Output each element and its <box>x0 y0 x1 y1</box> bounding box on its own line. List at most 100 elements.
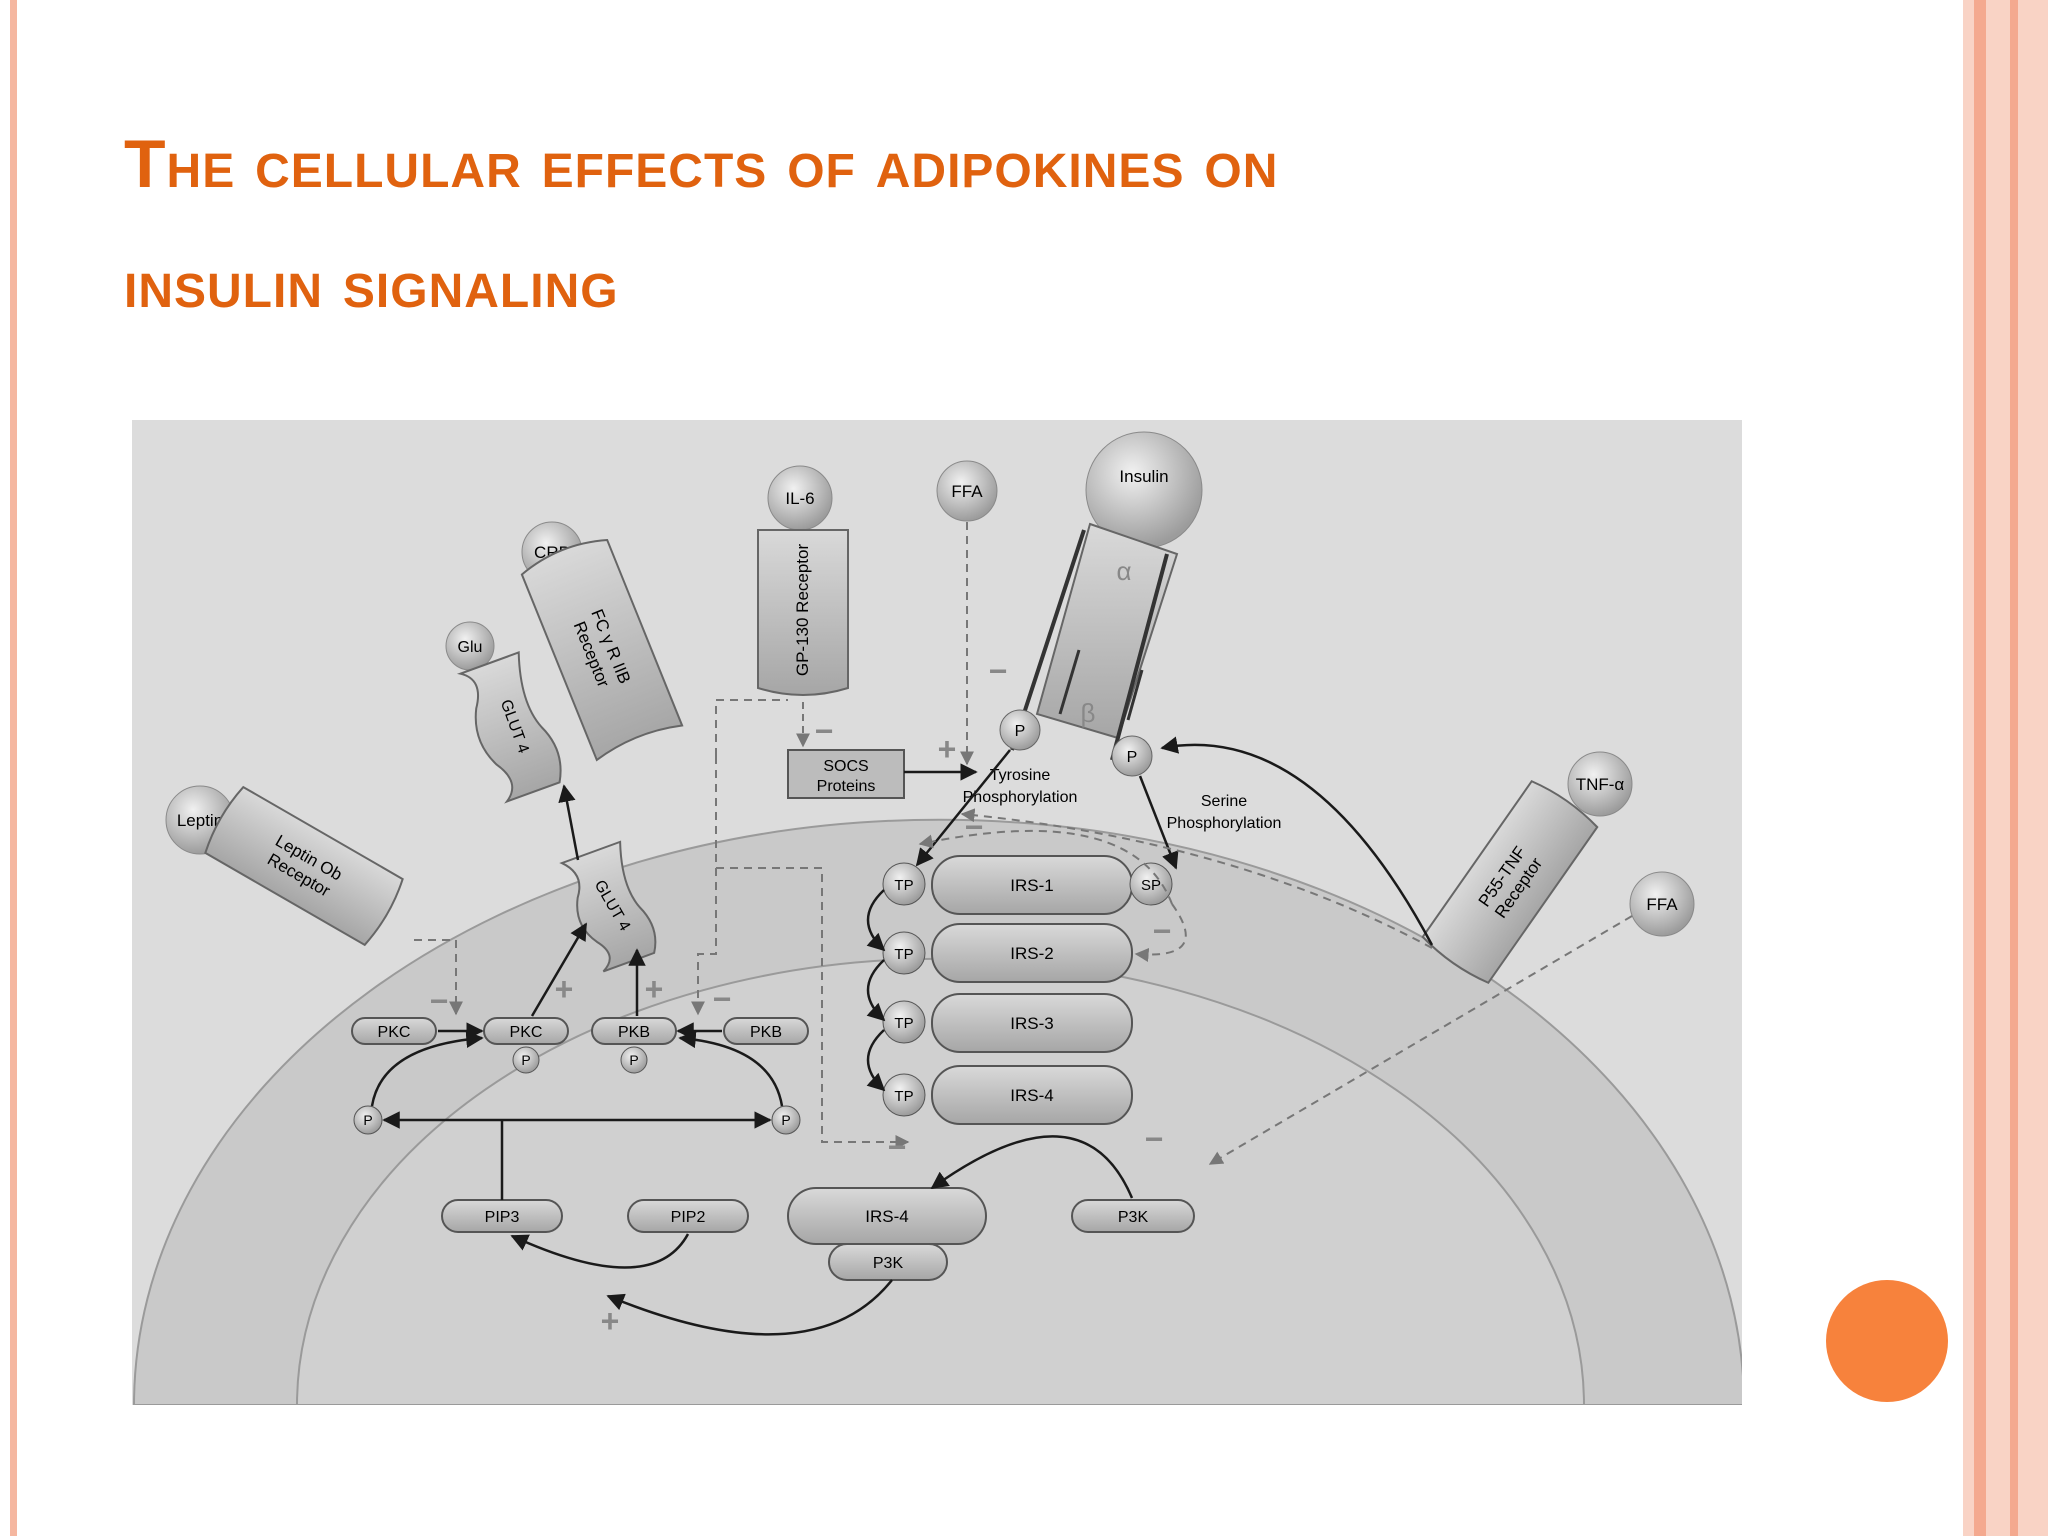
minus-marker-pkb: − <box>713 981 732 1017</box>
p-right-node: P <box>771 1105 801 1135</box>
serine-label-2: Phosphorylation <box>1167 815 1282 832</box>
frame-left-border <box>10 0 17 1536</box>
plus-marker-tyrosine: + <box>938 731 957 767</box>
p-left-label: P <box>363 1112 372 1128</box>
irs-2-label: IRS-2 <box>1010 944 1053 963</box>
phospho-tyrosine-node: P <box>999 709 1041 751</box>
ffa-right-ligand: FFA <box>1629 871 1695 937</box>
gp130-receptor-label: GP-130 Receptor <box>793 544 812 677</box>
tnf-alpha-label: TNF-α <box>1576 775 1625 794</box>
irs-3-label: IRS-3 <box>1010 1014 1053 1033</box>
title-line-1: The cellular effects of adipokines on <box>124 126 1279 202</box>
pkc-phospho-node: PKC P <box>483 1017 569 1074</box>
insulin-label: Insulin <box>1119 467 1168 486</box>
p3k-free-to-complex-arrow <box>930 1135 1134 1199</box>
irs-4-row: IRS-4 <box>931 1065 1133 1125</box>
fc-gamma-receptor: FC γ R IIB Receptor <box>520 539 684 762</box>
p3k-free-label: P3K <box>1118 1209 1149 1226</box>
p-right-label: P <box>781 1112 790 1128</box>
tyrosine-label-2: Phosphorylation <box>963 789 1078 806</box>
glu-label: Glu <box>458 639 483 656</box>
irs-3-row: IRS-3 <box>931 993 1133 1053</box>
slide-title: The cellular effects of adipokines on in… <box>124 104 1764 344</box>
leptin-to-pkc-dashed <box>414 939 463 1016</box>
tnf-alpha-ligand: TNF-α <box>1567 751 1633 817</box>
tnf-to-pser-arrow <box>1160 736 1434 946</box>
frame-right-stripe <box>1974 0 1986 1536</box>
minus-marker-irs2: − <box>1153 913 1172 949</box>
irs-2-row: IRS-2 <box>931 923 1133 983</box>
irs4-p3k-complex: IRS-4 P3K <box>787 1187 987 1281</box>
plus-marker-pkb: + <box>645 971 664 1007</box>
ffa-right-to-p3k-dashed <box>1208 915 1633 1165</box>
sp-to-irs2-dashed <box>1134 903 1187 962</box>
tnf-to-tyrosine-dashed <box>960 808 1433 949</box>
pkc-left-label: PKC <box>378 1024 411 1041</box>
ffa-right-label: FFA <box>1646 895 1678 914</box>
glut4-mid-receptor: GLUT 4 <box>559 840 657 973</box>
p3k-free-node: P3K <box>1071 1199 1195 1233</box>
ffa-top-label: FFA <box>951 482 983 501</box>
ffa-top-ligand: FFA <box>936 460 998 522</box>
pkb-phospho-label: PKB <box>618 1024 650 1041</box>
tp-label-4: TP <box>894 1088 913 1105</box>
pkc-to-glut4-arrow <box>530 922 588 1017</box>
p3k-to-pip-arrow <box>606 1279 893 1336</box>
tp-label-3: TP <box>894 1015 913 1032</box>
minus-marker-irs4: − <box>888 1129 907 1165</box>
frame-right-stripe-2 <box>2010 0 2018 1536</box>
minus-marker-ffa-top: − <box>989 653 1008 689</box>
il6-ligand: IL-6 <box>767 465 833 531</box>
pkb-right-node: PKB <box>723 1017 809 1045</box>
p55-tnf-receptor: P55-TNF Receptor <box>1421 779 1599 985</box>
pip3-node: PIP3 <box>441 1199 563 1233</box>
glut4-translocation-arrow <box>558 784 580 861</box>
beta-subunit-label: β <box>1081 698 1096 728</box>
minus-marker-socs: − <box>815 713 834 749</box>
irs-4-label: IRS-4 <box>1010 1086 1053 1105</box>
socs-label-2: Proteins <box>817 778 876 795</box>
gp130-receptor: GP-130 Receptor <box>757 529 849 696</box>
sp-label: SP <box>1141 877 1161 894</box>
pip2-node: PIP2 <box>627 1199 749 1233</box>
socs-label-1: SOCS <box>823 758 868 775</box>
pip2-to-pip3-arrow <box>510 1233 690 1269</box>
phospho-serine-label: P <box>1127 749 1138 766</box>
pip3-label: PIP3 <box>485 1209 520 1226</box>
serine-label-1: Serine <box>1201 793 1247 810</box>
plus-marker-pkc: + <box>555 971 574 1007</box>
leptin-label: Leptin <box>177 811 223 830</box>
pkc-phospho-label: PKC <box>510 1024 543 1041</box>
p3k-complex-label: P3K <box>873 1255 904 1272</box>
sp-node: SP <box>1129 862 1173 906</box>
minus-marker-leptin: − <box>430 983 449 1019</box>
pkb-right-label: PKB <box>750 1024 782 1041</box>
minus-marker-p3k: − <box>1145 1121 1164 1157</box>
fc-receptor-to-pkb-dashed <box>691 756 717 1016</box>
tp-node-2: TP <box>882 931 926 975</box>
adipokine-insulin-diagram: IL-6 FFA Insulin CRP Glu Leptin TNF-α FF… <box>132 420 1742 1405</box>
tp-label-2: TP <box>894 946 913 963</box>
plus-marker-pip: + <box>601 1303 620 1339</box>
pkc-left-node: PKC <box>351 1017 437 1045</box>
irs-1-row: IRS-1 <box>931 855 1133 915</box>
socs-to-irs4-dashed <box>716 867 910 1149</box>
tyrosine-label-1: Tyrosine <box>990 767 1051 784</box>
leptin-ob-receptor: Leptin Ob Receptor <box>204 785 404 947</box>
pkb-phospho-node: PKB P <box>591 1017 677 1074</box>
tp-chain-arrow-2 <box>866 959 886 1022</box>
tp-chain-arrow-1 <box>866 889 886 952</box>
tp-node-1: TP <box>882 862 926 906</box>
pkb-p-label: P <box>629 1052 638 1068</box>
glu-ligand: Glu <box>445 621 495 671</box>
pser-to-sp-arrow <box>1138 775 1179 870</box>
irs4-complex-label: IRS-4 <box>865 1207 908 1226</box>
phospho-serine-node: P <box>1111 735 1153 777</box>
tp-node-3: TP <box>882 1000 926 1044</box>
alpha-subunit-label: α <box>1116 556 1131 586</box>
irs-1-label: IRS-1 <box>1010 876 1053 895</box>
p-left-to-pkc-arrow <box>370 1030 484 1107</box>
pip2-label: PIP2 <box>671 1209 706 1226</box>
tp-chain-arrow-3 <box>866 1029 886 1092</box>
decorative-orange-circle <box>1826 1280 1948 1402</box>
